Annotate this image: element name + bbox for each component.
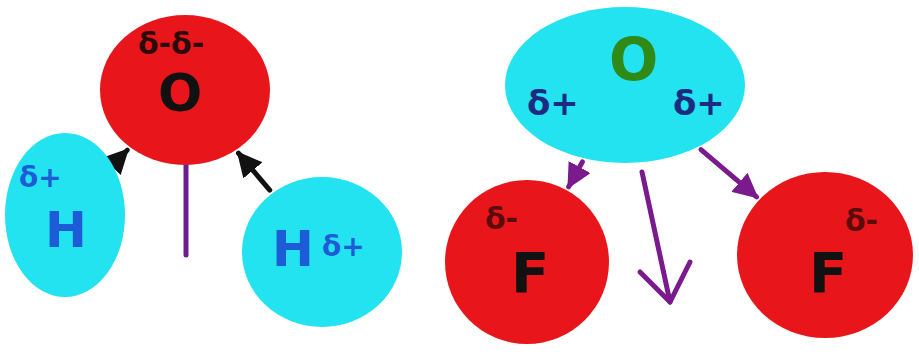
partial-charge: δ+ bbox=[673, 85, 725, 122]
partial-charge: δ- bbox=[845, 204, 878, 237]
hydrogen-region: δ+ H bbox=[5, 133, 125, 297]
fluorine-region: δ- F bbox=[737, 172, 913, 338]
dipole-arrow bbox=[569, 162, 583, 187]
oxygen-region: δ+ Oδ+ bbox=[505, 7, 745, 163]
atom-symbol: H bbox=[272, 222, 314, 277]
atom-symbol: O bbox=[609, 29, 658, 93]
oxygen-region: δ-δ- O bbox=[100, 15, 270, 165]
atom-symbol: O bbox=[158, 65, 202, 122]
fluorine-region: δ- F bbox=[445, 180, 609, 344]
dipole-arrow bbox=[115, 150, 127, 162]
partial-charge: δ+ bbox=[322, 232, 365, 263]
partial-charge: δ+ bbox=[527, 85, 579, 122]
net-dipole-arrow bbox=[640, 172, 690, 302]
atom-symbol: F bbox=[809, 242, 847, 304]
dipole-arrow bbox=[238, 153, 269, 190]
hydrogen-region: Hδ+ bbox=[242, 177, 402, 327]
partial-charge: δ-δ- bbox=[138, 27, 204, 60]
partial-charge: δ+ bbox=[19, 163, 62, 194]
dipole-arrow bbox=[701, 150, 757, 197]
atom-symbol: F bbox=[511, 242, 549, 304]
atom-symbol: H bbox=[45, 203, 87, 258]
partial-charge: δ- bbox=[485, 202, 518, 235]
